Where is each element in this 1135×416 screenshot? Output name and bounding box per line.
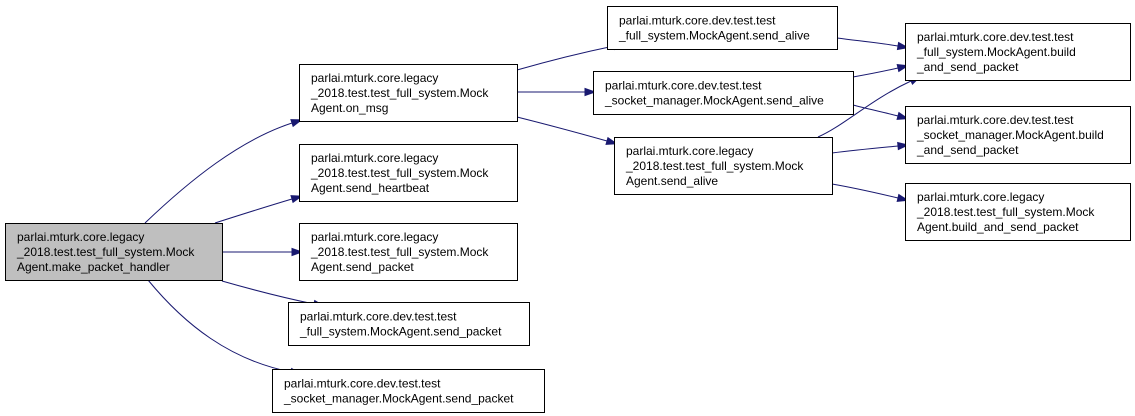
node-label-line: _socket_manager.MockAgent.send_alive [604, 94, 824, 108]
node-box [905, 106, 1131, 164]
node-label-line: parlai.mturk.core.dev.test.test [300, 310, 457, 324]
node-label-line: Agent.make_packet_handler [17, 260, 170, 274]
node-label-line: parlai.mturk.core.dev.test.test [619, 14, 776, 28]
node-legacy-send-packet[interactable]: parlai.mturk.core.legacy_2018.test.test_… [299, 223, 518, 281]
node-label-line: parlai.mturk.core.legacy [917, 190, 1044, 204]
node-box [288, 302, 530, 346]
arrowhead-icon [584, 87, 597, 97]
node-label-line: _full_system.MockAgent.send_packet [299, 325, 502, 339]
edge-root-to-on_msg [144, 119, 303, 224]
edge-line [516, 116, 608, 142]
node-label-line: _2018.test.test_full_system.Mock [310, 166, 489, 180]
edge-dev_socket_send_alive-to-dev_socket_build [852, 104, 910, 120]
node-label-line: parlai.mturk.core.legacy [311, 230, 438, 244]
node-dev-socket-send-alive[interactable]: parlai.mturk.core.dev.test.test_socket_m… [593, 71, 854, 115]
node-label-line: Agent.on_msg [311, 101, 388, 115]
edge-line [831, 183, 899, 199]
node-label-line: _2018.test.test_full_system.Mock [916, 205, 1095, 219]
arrowhead-icon [605, 136, 619, 145]
edge-root-to-dev_socket_send_packet [147, 279, 303, 377]
edge-root-to-legacy_send_packet [222, 247, 304, 257]
node-dev-full-send-alive[interactable]: parlai.mturk.core.dev.test.test_full_sys… [607, 6, 838, 50]
edge-dev_full_send_alive-to-dev_full_build [836, 37, 910, 51]
edge-line [516, 45, 615, 71]
node-label-line: _and_send_packet [916, 143, 1019, 157]
node-box [593, 71, 854, 115]
edge-line [147, 279, 292, 373]
node-label-line: parlai.mturk.core.dev.test.test [284, 377, 441, 391]
edge-line [221, 280, 315, 305]
edge-legacy_send_alive-to-dev_socket_build [831, 141, 910, 154]
edge-legacy_send_alive-to-legacy_build [831, 183, 910, 202]
edge-line [836, 37, 899, 47]
arrowhead-icon [290, 195, 304, 204]
edge-line [144, 122, 293, 224]
node-label-line: parlai.mturk.core.legacy [311, 151, 438, 165]
node-label-line: parlai.mturk.core.legacy [17, 230, 144, 244]
node-on-msg[interactable]: parlai.mturk.core.legacy_2018.test.test_… [299, 64, 518, 122]
edge-line [852, 67, 899, 78]
edge-line [817, 80, 912, 138]
node-label-line: parlai.mturk.core.dev.test.test [605, 79, 762, 93]
node-dev-full-build[interactable]: parlai.mturk.core.dev.test.test_full_sys… [905, 23, 1131, 81]
node-dev-socket-send-packet[interactable]: parlai.mturk.core.dev.test.test_socket_m… [272, 369, 545, 413]
node-label-line: parlai.mturk.core.legacy [311, 71, 438, 85]
edge-root-to-send_heartbeat [214, 195, 304, 224]
node-label-line: _socket_manager.MockAgent.send_packet [283, 392, 514, 406]
node-label-line: Agent.send_packet [311, 260, 414, 274]
node-label-line: _socket_manager.MockAgent.build [916, 128, 1104, 142]
node-label-line: _full_system.MockAgent.send_alive [618, 29, 810, 43]
node-send-heartbeat[interactable]: parlai.mturk.core.legacy_2018.test.test_… [299, 144, 518, 202]
node-label-line: Agent.send_alive [626, 174, 718, 188]
node-box [299, 64, 518, 122]
edge-dev_socket_send_alive-to-dev_full_build [852, 64, 910, 78]
nodes-layer: parlai.mturk.core.legacy_2018.test.test_… [5, 6, 1131, 413]
node-legacy-build[interactable]: parlai.mturk.core.legacy_2018.test.test_… [905, 183, 1131, 241]
node-label-line: Agent.send_heartbeat [311, 181, 430, 195]
node-label-line: parlai.mturk.core.legacy [626, 144, 753, 158]
node-box [299, 223, 518, 281]
edge-on_msg-to-legacy_send_alive [516, 116, 619, 145]
edge-line [214, 198, 293, 224]
node-box [272, 369, 545, 413]
edge-line [852, 104, 899, 117]
node-dev-socket-build[interactable]: parlai.mturk.core.dev.test.test_socket_m… [905, 106, 1131, 164]
node-label-line: _full_system.MockAgent.build [916, 45, 1076, 59]
node-box [905, 23, 1131, 81]
node-box [299, 144, 518, 202]
node-root[interactable]: parlai.mturk.core.legacy_2018.test.test_… [5, 223, 223, 281]
arrowhead-icon [897, 141, 910, 151]
node-label-line: _and_send_packet [916, 60, 1019, 74]
edge-line [831, 145, 899, 154]
node-dev-full-send-packet[interactable]: parlai.mturk.core.dev.test.test_full_sys… [288, 302, 530, 346]
node-label-line: _2018.test.test_full_system.Mock [16, 245, 195, 259]
node-label-line: _2018.test.test_full_system.Mock [310, 86, 489, 100]
arrowhead-icon [291, 247, 304, 257]
node-box [905, 183, 1131, 241]
node-label-line: parlai.mturk.core.dev.test.test [917, 113, 1074, 127]
node-label-line: _2018.test.test_full_system.Mock [625, 159, 804, 173]
node-label-line: Agent.build_and_send_packet [917, 220, 1079, 234]
node-box [607, 6, 838, 50]
node-label-line: parlai.mturk.core.dev.test.test [917, 30, 1074, 44]
node-legacy-send-alive[interactable]: parlai.mturk.core.legacy_2018.test.test_… [614, 137, 833, 195]
node-box [614, 137, 833, 195]
arrowhead-icon [290, 119, 303, 128]
node-box [5, 223, 223, 281]
node-label-line: _2018.test.test_full_system.Mock [310, 245, 489, 259]
edge-on_msg-to-dev_socket_send_alive [517, 87, 597, 97]
